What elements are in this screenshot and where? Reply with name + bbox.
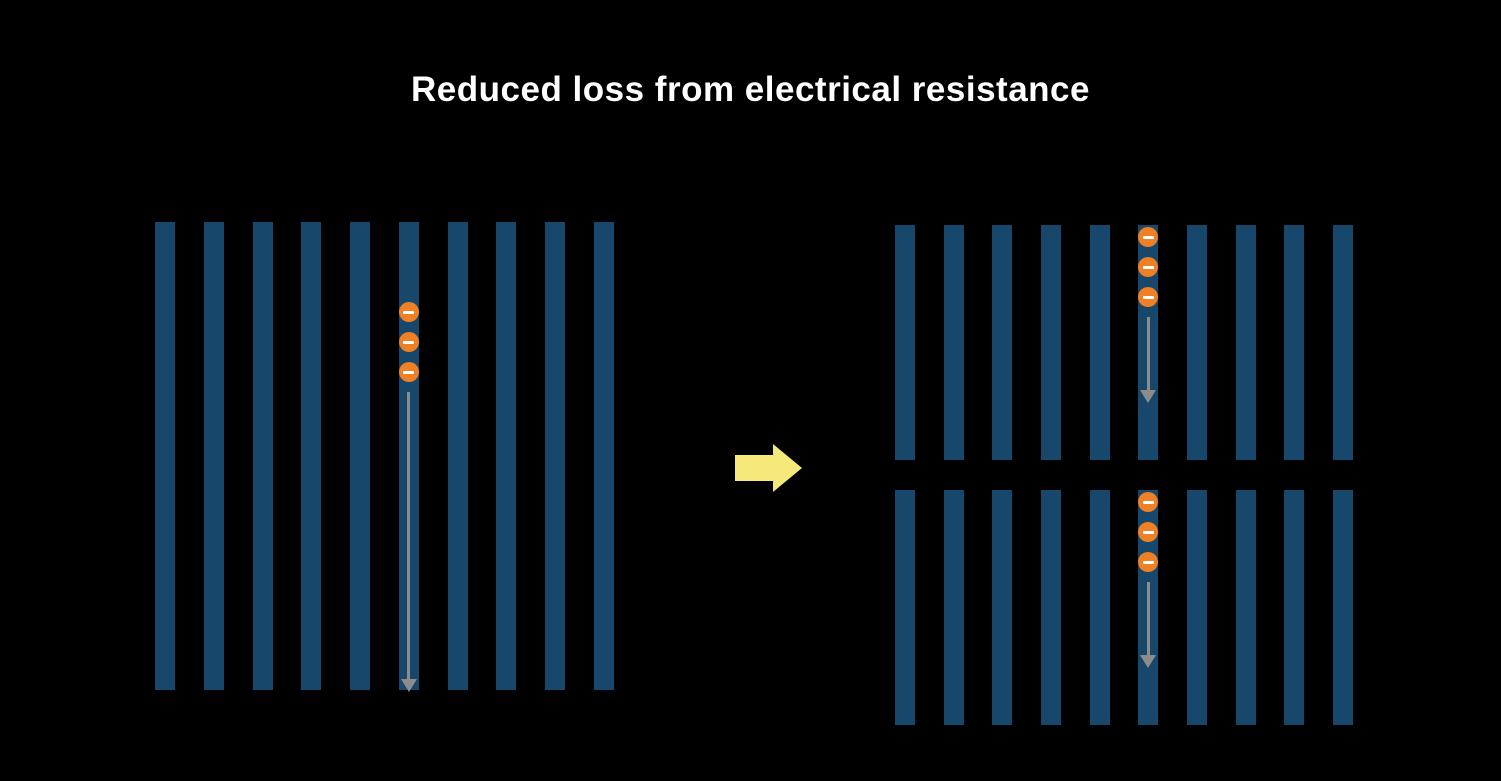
minus-sign-icon	[403, 370, 415, 374]
current-flow-arrow-icon	[1140, 317, 1157, 403]
cell-busbar	[1186, 490, 1207, 725]
electron-icon	[398, 362, 419, 382]
cell-busbar	[252, 222, 273, 690]
minus-sign-icon	[1142, 560, 1154, 564]
half-cell-top-panel	[895, 225, 1353, 460]
electron-icon	[1138, 287, 1159, 307]
cell-busbar	[1332, 225, 1353, 460]
diagram-title: Reduced loss from electrical resistance	[411, 70, 1090, 109]
current-flow-arrow-icon	[1140, 582, 1157, 668]
transition-arrow-body	[735, 455, 773, 481]
electron-icon	[1138, 552, 1159, 572]
half-cell-bottom-panel	[895, 490, 1353, 725]
cell-busbar	[301, 222, 322, 690]
current-flow-arrow-icon	[400, 392, 417, 692]
minus-sign-icon	[1142, 295, 1154, 299]
cell-busbar	[496, 222, 517, 690]
cell-busbar	[1332, 490, 1353, 725]
electron-flow-column	[1138, 227, 1159, 403]
arrow-shaft	[407, 392, 411, 679]
electron-icon	[398, 332, 419, 352]
cell-busbar	[1040, 225, 1061, 460]
electron-icon	[1138, 522, 1159, 542]
cell-busbar	[1089, 490, 1110, 725]
electron-icon	[1138, 492, 1159, 512]
cell-busbar	[895, 490, 915, 725]
electron-icon	[1138, 227, 1159, 247]
minus-sign-icon	[1142, 500, 1154, 504]
minus-sign-icon	[403, 340, 415, 344]
cell-busbar	[943, 225, 964, 460]
cell-bar-group	[895, 225, 1353, 460]
electron-flow-column	[1138, 492, 1159, 668]
cell-busbar	[992, 490, 1013, 725]
arrow-shaft	[1146, 317, 1150, 390]
electron-icon	[398, 302, 419, 322]
cell-bar-group	[895, 490, 1353, 725]
transition-arrow-icon	[735, 444, 802, 492]
cell-busbar	[992, 225, 1013, 460]
transition-arrow-head	[773, 444, 802, 492]
electron-icon	[1138, 257, 1159, 277]
cell-busbar	[1284, 490, 1305, 725]
cell-busbar	[1040, 490, 1061, 725]
cell-busbar	[895, 225, 915, 460]
cell-busbar	[1284, 225, 1305, 460]
minus-sign-icon	[403, 310, 415, 314]
minus-sign-icon	[1142, 235, 1154, 239]
minus-sign-icon	[1142, 530, 1154, 534]
cell-busbar	[593, 222, 614, 690]
electron-flow-column	[398, 302, 419, 692]
cell-busbar	[943, 490, 964, 725]
cell-bar-group	[155, 222, 614, 690]
cell-busbar	[1235, 490, 1256, 725]
cell-busbar	[545, 222, 566, 690]
cell-busbar	[447, 222, 468, 690]
cell-busbar	[155, 222, 175, 690]
cell-busbar	[1089, 225, 1110, 460]
cell-busbar	[350, 222, 371, 690]
cell-busbar	[1235, 225, 1256, 460]
cell-busbar	[203, 222, 224, 690]
full-cell-panel	[155, 222, 614, 692]
minus-sign-icon	[1142, 265, 1154, 269]
arrow-shaft	[1146, 582, 1150, 655]
arrow-head	[1140, 655, 1157, 668]
arrow-head	[400, 679, 417, 692]
arrow-head	[1140, 390, 1157, 403]
cell-busbar	[1186, 225, 1207, 460]
